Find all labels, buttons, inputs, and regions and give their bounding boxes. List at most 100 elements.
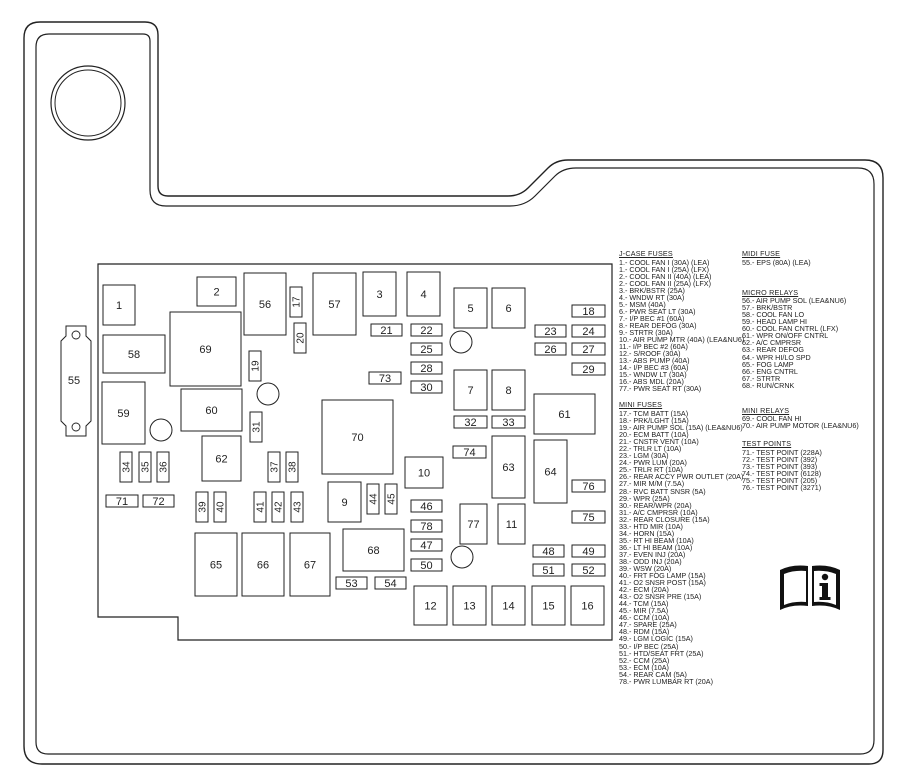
fuse-62[interactable]: 62: [201, 435, 242, 482]
fuse-58[interactable]: 58: [102, 334, 166, 374]
fuse-50[interactable]: 50: [410, 558, 443, 572]
fuse-48[interactable]: 48: [532, 544, 565, 558]
fuse-8[interactable]: 8: [491, 369, 526, 411]
fuse-47[interactable]: 47: [410, 538, 443, 552]
fuse-30[interactable]: 30: [410, 380, 443, 394]
housing-inner-outline: [35, 33, 875, 755]
fuse-4-outline: [406, 271, 441, 317]
fuse-43[interactable]: 43: [290, 491, 304, 523]
fuse-27[interactable]: 27: [571, 342, 606, 356]
fuse-63[interactable]: 63: [491, 435, 526, 499]
fuse-41[interactable]: 41: [253, 491, 267, 523]
fuse-17[interactable]: 17: [289, 286, 303, 318]
fuse-76[interactable]: 76: [571, 479, 606, 493]
legend-mini-fuse-item: 23.- LGM (30A): [619, 451, 669, 461]
fuse-66[interactable]: 66: [241, 532, 285, 597]
fuse-36[interactable]: 36: [156, 451, 170, 483]
fuse-38[interactable]: 38: [285, 451, 299, 483]
fuse-68[interactable]: 68: [342, 528, 405, 572]
fuse-73[interactable]: 73: [368, 371, 402, 385]
fuse-31-label: 31: [252, 421, 263, 433]
legend-mini-fuse-item: 51.- HTD/SEAT FRT (25A): [619, 648, 704, 658]
fuse-56-label: 56: [259, 299, 271, 311]
fuse-77[interactable]: 77: [459, 503, 488, 545]
fuse-51[interactable]: 51: [532, 563, 565, 577]
fuse-55-bracket[interactable]: [60, 325, 92, 437]
fuse-78[interactable]: 78: [410, 519, 443, 533]
fuse-29[interactable]: 29: [571, 362, 606, 376]
fuse-4[interactable]: 4: [406, 271, 441, 317]
fuse-40[interactable]: 40: [213, 491, 227, 523]
fuse-32[interactable]: 32: [453, 415, 488, 429]
fuse-5-outline: [453, 287, 488, 329]
fuse-67[interactable]: 67: [289, 532, 331, 597]
fuse-19[interactable]: 19: [248, 350, 262, 382]
fuse-69[interactable]: 69: [169, 311, 242, 387]
fuse-74-outline: [452, 445, 487, 459]
fuse-46[interactable]: 46: [410, 499, 443, 513]
fuse-35[interactable]: 35: [138, 451, 152, 483]
fuse-12[interactable]: 12: [413, 585, 448, 626]
fuse-2[interactable]: 2: [196, 276, 237, 307]
fuse-21[interactable]: 21: [370, 323, 403, 337]
fuse-23[interactable]: 23: [534, 324, 567, 338]
fuse-3[interactable]: 3: [362, 271, 397, 317]
fuse-53-label: 53: [345, 578, 357, 590]
fuse-45[interactable]: 45: [384, 483, 398, 515]
fuse-31[interactable]: 31: [249, 411, 263, 443]
fuse-74[interactable]: 74: [452, 445, 487, 459]
fuse-11-label: 11: [506, 519, 517, 531]
fuse-75[interactable]: 75: [571, 510, 606, 524]
fuse-49[interactable]: 49: [571, 544, 606, 558]
fuse-34[interactable]: 34: [119, 451, 133, 483]
fuse-11[interactable]: 11: [497, 503, 526, 545]
fuse-76-label: 76: [582, 481, 594, 493]
fuse-9[interactable]: 9: [327, 481, 362, 523]
fuse-70[interactable]: 70: [321, 399, 394, 475]
fuse-59[interactable]: 59: [101, 381, 146, 445]
legend-mini-relay-item: 69.- COOL FAN HI: [742, 414, 802, 424]
fuse-26[interactable]: 26: [534, 342, 567, 356]
fuse-72[interactable]: 72: [142, 494, 175, 508]
fuse-15[interactable]: 15: [531, 585, 566, 626]
fuse-10[interactable]: 10: [404, 456, 444, 489]
fuse-16[interactable]: 16: [570, 585, 605, 626]
fuse-1[interactable]: 1: [102, 284, 136, 326]
fuse-56[interactable]: 56: [243, 272, 287, 336]
fuse-5[interactable]: 5: [453, 287, 488, 329]
fuse-53[interactable]: 53: [335, 576, 368, 590]
fuse-7[interactable]: 7: [453, 369, 488, 411]
fuse-25[interactable]: 25: [410, 342, 443, 356]
fuse-60[interactable]: 60: [180, 388, 243, 432]
fuse-61[interactable]: 61: [533, 393, 596, 435]
fuse-39[interactable]: 39: [195, 491, 209, 523]
fuse-42[interactable]: 42: [271, 491, 285, 523]
fuse-71[interactable]: 71: [105, 494, 139, 508]
legend-mini-fuse-item: 37.- EVEN INJ (20A): [619, 549, 686, 559]
fuse-20[interactable]: 20: [293, 322, 307, 354]
fuse-54[interactable]: 54: [374, 576, 407, 590]
fuse-28[interactable]: 28: [410, 361, 443, 375]
fuse-44[interactable]: 44: [366, 483, 380, 515]
fuse-64[interactable]: 64: [533, 439, 568, 504]
fuse-37[interactable]: 37: [267, 451, 281, 483]
fuse-65[interactable]: 65: [194, 532, 238, 597]
fuse-41-outline: [253, 491, 267, 523]
fuse-24[interactable]: 24: [571, 324, 606, 338]
legend-micro-relay-item: 66.- ENG CNTRL: [742, 366, 798, 376]
fuse-13[interactable]: 13: [452, 585, 487, 626]
legend-jcase-item: 15.- WNDW LT (30A): [619, 370, 687, 380]
fuse-2-label: 2: [213, 287, 219, 299]
legend-heading-mini-relays: MINI RELAYS: [742, 405, 790, 415]
fuse-18[interactable]: 18: [571, 304, 606, 318]
fuse-14[interactable]: 14: [491, 585, 526, 626]
fuse-64-outline: [533, 439, 568, 504]
legend-micro-relay-item: 58.- COOL FAN LO: [742, 310, 805, 320]
fuse-6[interactable]: 6: [491, 287, 526, 329]
fuse-52[interactable]: 52: [571, 563, 606, 577]
fuse-33[interactable]: 33: [491, 415, 526, 429]
fuse-58-label: 58: [128, 349, 140, 361]
fuse-22[interactable]: 22: [410, 323, 443, 337]
fuse-57[interactable]: 57: [312, 272, 357, 336]
